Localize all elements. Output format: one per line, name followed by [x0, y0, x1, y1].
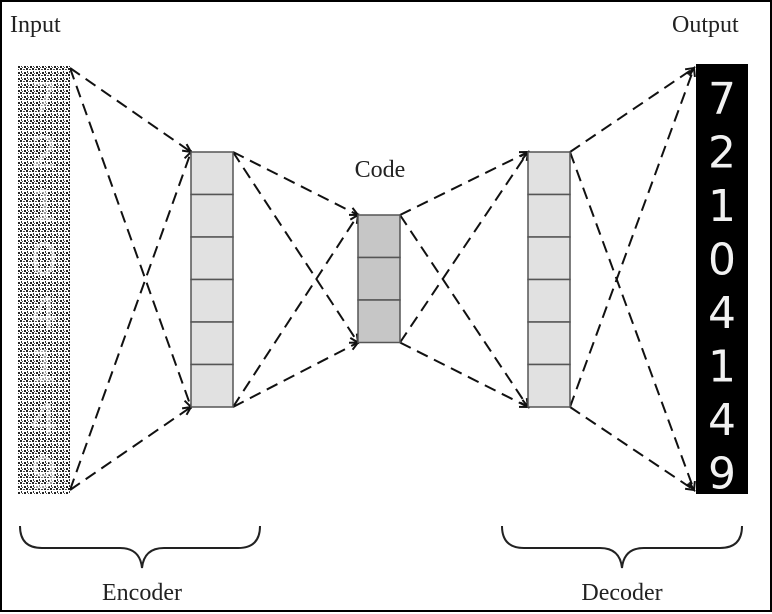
output-digit: 1: [708, 342, 736, 393]
output-digit: 4: [708, 288, 736, 339]
output-digit: 7: [708, 74, 736, 125]
connection-line: [69, 151, 192, 491]
output-label: Output: [672, 12, 739, 38]
output-digit: 4: [708, 395, 736, 446]
decoder-unit: [527, 321, 571, 366]
arrowhead: [684, 481, 696, 492]
connection-line: [232, 151, 359, 344]
decoder-unit: [527, 193, 571, 238]
connection-line: [569, 67, 695, 153]
decoder-layer: [527, 151, 571, 408]
input-digit: 4: [30, 395, 58, 446]
decoder-unit: [527, 151, 571, 196]
encoder-unit: [190, 236, 234, 281]
connection-line: [69, 67, 192, 153]
connection-line: [69, 67, 192, 408]
decoder-unit: [527, 363, 571, 408]
output-digit: 2: [708, 128, 736, 179]
encoder-unit: [190, 278, 234, 323]
arrowhead: [686, 65, 696, 78]
code-unit: [357, 256, 401, 301]
connection-line: [232, 214, 359, 408]
input-label: Input: [10, 12, 61, 38]
encoder-unit: [190, 321, 234, 366]
input-digit: 0: [30, 235, 58, 286]
input-digit: 1: [30, 181, 58, 232]
connection-line: [69, 406, 192, 491]
output-digit: 0: [708, 235, 736, 286]
encoder-label: Encoder: [102, 580, 182, 606]
connection-line: [569, 151, 695, 491]
output-digit: 1: [708, 181, 736, 232]
connection-line: [399, 214, 529, 408]
encoder-unit: [190, 151, 234, 196]
connection-line: [569, 67, 695, 408]
arrowhead: [348, 341, 361, 351]
input-digit: 7: [30, 74, 58, 125]
encoder-unit: [190, 193, 234, 238]
input-digit: 2: [30, 128, 58, 179]
connection-line: [569, 406, 695, 491]
input-digit: 9: [30, 449, 58, 500]
connection-line: [232, 151, 359, 216]
input-digit: 4: [30, 288, 58, 339]
code-unit: [357, 299, 401, 344]
code-unit: [357, 214, 401, 259]
decoder-brace: [501, 525, 743, 569]
input-digit: 1: [30, 342, 58, 393]
arrowhead: [348, 207, 361, 217]
connection-line: [399, 151, 529, 344]
encoder-unit: [190, 363, 234, 408]
output-digit: 9: [708, 449, 736, 500]
decoder-label: Decoder: [581, 580, 662, 606]
connection-line: [399, 341, 529, 408]
connection-line: [399, 151, 529, 216]
encoder-layer: [190, 151, 234, 408]
encoder-brace: [19, 525, 261, 569]
code-layer: [357, 214, 401, 344]
connection-line: [232, 341, 359, 408]
decoder-unit: [527, 236, 571, 281]
code-label: Code: [355, 157, 406, 183]
decoder-unit: [527, 278, 571, 323]
